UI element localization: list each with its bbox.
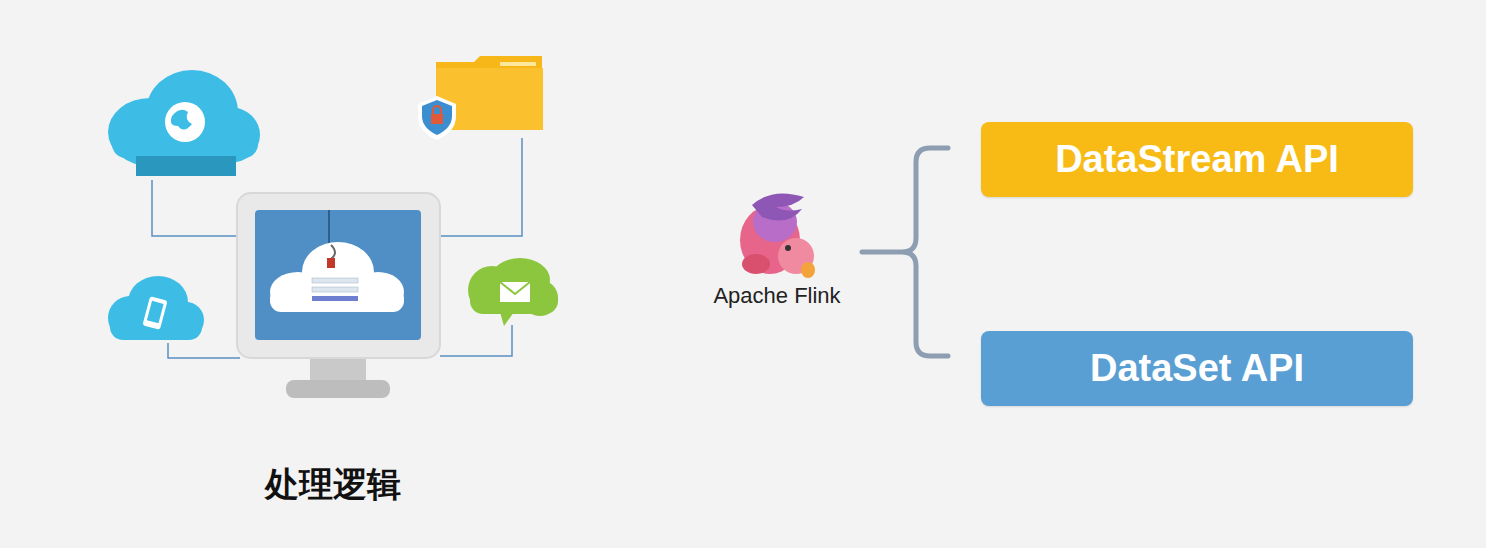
- api-box: DataStream API: [981, 122, 1413, 197]
- monitor-icon: [237, 193, 440, 398]
- folder-icon: [418, 56, 543, 140]
- cloud-phone-icon: [108, 276, 204, 340]
- api-name: DataStream API: [1055, 138, 1339, 181]
- flink-logo: [740, 193, 815, 278]
- logo-label: Apache Flink: [713, 283, 840, 309]
- curly-bracket: [862, 148, 948, 356]
- mail-bubble-icon: [468, 258, 558, 326]
- api-box: DataSet API: [981, 331, 1413, 406]
- cloud-globe-icon: [108, 70, 260, 176]
- caption-label: 处理逻辑: [265, 462, 401, 508]
- api-name: DataSet API: [1090, 347, 1304, 390]
